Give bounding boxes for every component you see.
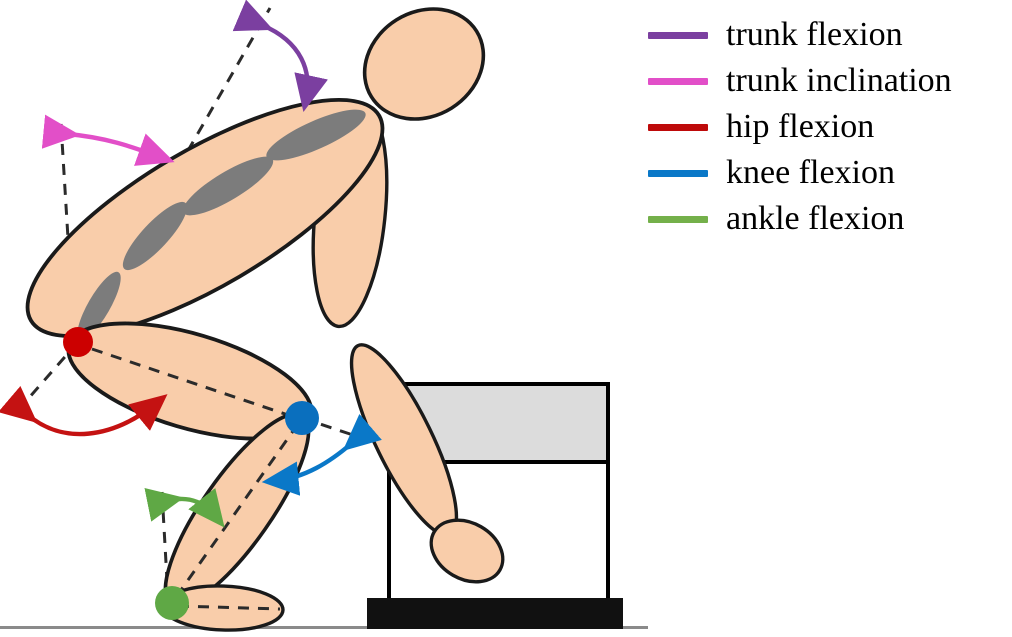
hip-joint-marker	[63, 327, 93, 357]
shank-axis-overlay-line	[172, 423, 300, 601]
legend-label-ankle-flexion: ankle flexion	[726, 200, 905, 237]
legend-item-ankle-flexion: ankle flexion	[648, 196, 1008, 242]
knee-flexion-angle-arrow	[261, 413, 382, 496]
knee-joint-marker	[285, 401, 319, 435]
legend-swatch-trunk-inclination	[648, 77, 708, 85]
legend-label-trunk-inclination: trunk inclination	[726, 62, 952, 99]
legend-item-trunk-inclination: trunk inclination	[648, 58, 1008, 104]
legend: trunk flexion trunk inclination hip flex…	[648, 12, 1008, 242]
legend-label-knee-flexion: knee flexion	[726, 154, 895, 191]
spine-segments	[77, 109, 366, 341]
box-base	[367, 598, 623, 629]
hip-thigh-extension-line	[18, 341, 80, 409]
trunk-inclination-angle-arrow	[41, 114, 175, 166]
foot-axis-overlay-line	[177, 604, 281, 611]
legend-swatch-knee-flexion	[648, 169, 708, 177]
hip-flexion-angle-arrow	[0, 385, 168, 437]
legend-item-knee-flexion: knee flexion	[648, 150, 1008, 196]
legend-label-hip-flexion: hip flexion	[726, 108, 875, 145]
legend-swatch-trunk-flexion	[648, 31, 708, 39]
legend-label-trunk-flexion: trunk flexion	[726, 16, 903, 53]
ankle-joint-marker	[155, 586, 189, 620]
legend-item-hip-flexion: hip flexion	[648, 104, 1008, 150]
spine-segment-2	[122, 201, 188, 271]
spine-segment-1	[77, 271, 121, 341]
trunk-flexion-angle-arrow	[232, 0, 328, 113]
spine-segment-3	[182, 156, 274, 216]
ankle-flexion-angle-arrow	[144, 487, 225, 528]
spine-segment-4	[266, 109, 366, 161]
legend-swatch-hip-flexion	[648, 123, 708, 131]
thigh-axis-overlay-line	[91, 347, 301, 421]
legend-item-trunk-flexion: trunk flexion	[648, 12, 1008, 58]
hip-vertical-reference-line	[59, 123, 76, 337]
head-segment	[362, 7, 486, 121]
legend-swatch-ankle-flexion	[648, 215, 708, 223]
hand-segment	[429, 518, 505, 584]
